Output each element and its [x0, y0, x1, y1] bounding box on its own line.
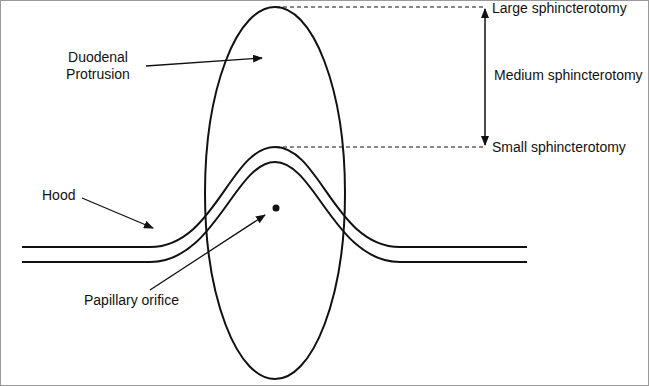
part-label: Hood	[42, 187, 75, 204]
part-label: Duodenal Protrusion	[52, 49, 144, 83]
leader-arrow	[146, 58, 262, 66]
duodenal-protrusion-outline	[205, 7, 345, 379]
sphincterotomy-label: Small sphincterotomy	[492, 139, 626, 156]
dimension-arrow	[484, 9, 486, 145]
leader-arrow	[82, 198, 153, 228]
sphincterotomy-label: Medium sphincterotomy	[494, 67, 643, 84]
hood-inner-line	[22, 162, 527, 262]
sphincterotomy-label: Large sphincterotomy	[492, 0, 627, 17]
dashed-guide	[276, 147, 485, 148]
part-label: Papillary orifice	[84, 292, 179, 309]
dashed-guide	[276, 7, 485, 8]
leader-arrow	[150, 215, 265, 290]
papillary-orifice-dot	[273, 205, 280, 212]
